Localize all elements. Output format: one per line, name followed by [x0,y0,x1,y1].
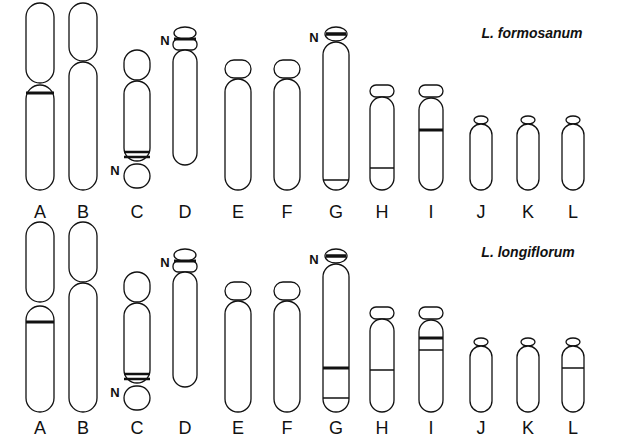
chromosome-letter: K [522,203,534,221]
nor-marker: N [309,253,318,266]
nor-marker: N [160,34,169,47]
longiflorum-row [26,222,584,412]
nor-marker: N [110,164,119,177]
chromosome-letter: B [77,203,89,221]
chromosome-letter: I [428,419,433,437]
chromosome-letter: G [329,203,343,221]
chromosome-letter: D [179,203,192,221]
chromosome-letter: E [232,203,244,221]
nor-marker: N [110,386,119,399]
chromosome-letter: J [477,419,486,437]
chromosome-letter: A [34,203,46,221]
species-name: L. longiflorum [481,245,574,259]
chromosome-letter: H [376,419,389,437]
formosanum-row [26,3,584,190]
chromosome-letter: C [131,419,144,437]
chromosome-letter: K [522,419,534,437]
nor-marker: N [160,256,169,269]
chromosome-letter: C [131,203,144,221]
nor-marker: N [309,31,318,44]
chromosome-letter: L [568,419,578,437]
chromosome-letter: D [179,419,192,437]
species-name: L. formosanum [481,26,582,40]
chromosome-letter: F [282,419,293,437]
chromosome-letter: F [282,203,293,221]
chromosome-letter: G [329,419,343,437]
chromosome-letter: I [428,203,433,221]
chromosome-letter: H [376,203,389,221]
chromosome-letter: E [232,419,244,437]
chromosome-letter: A [34,419,46,437]
chromosome-letter: L [568,203,578,221]
chromosome-letter: J [477,203,486,221]
chromosome-letter: B [77,419,89,437]
